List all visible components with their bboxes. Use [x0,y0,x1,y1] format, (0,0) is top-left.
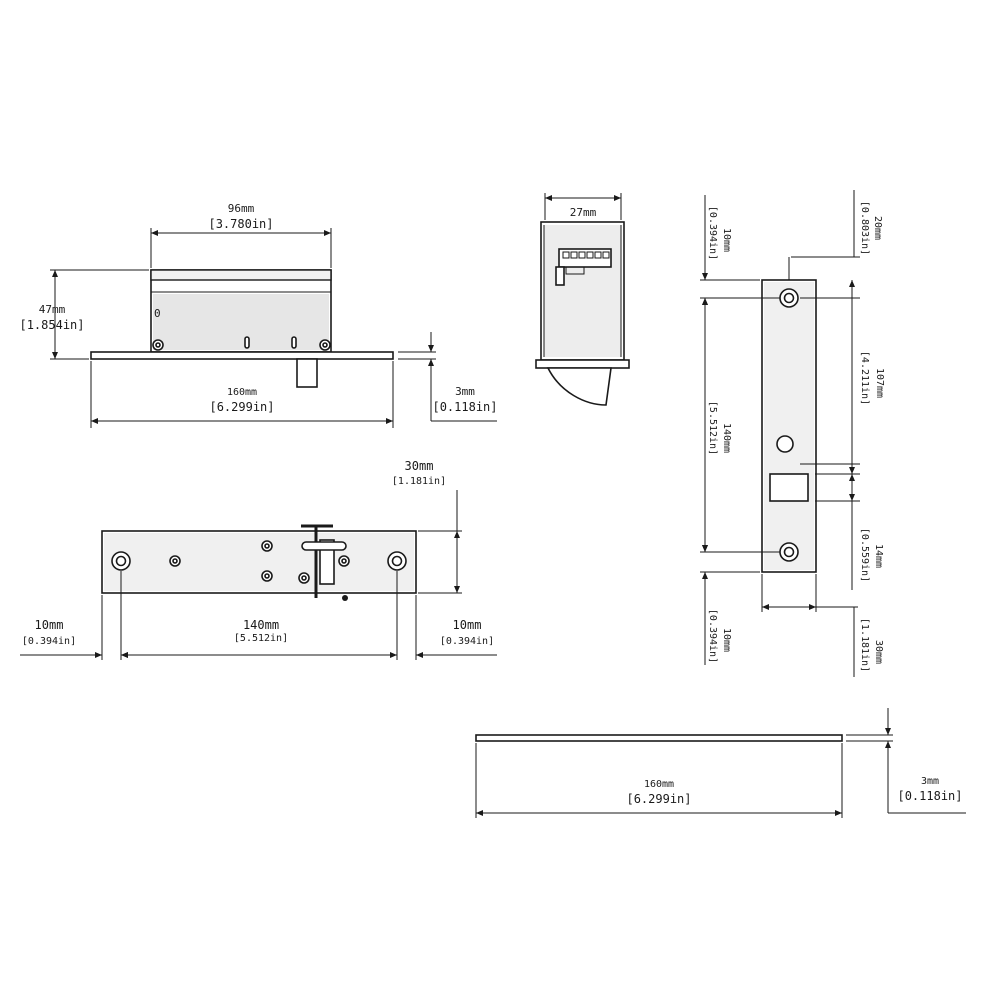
dim-140-top-mm: 140mm [243,618,279,632]
dim-20-fp-mm: 20mm [872,216,883,240]
dim-20-fp-in: [0.803in] [859,201,870,255]
dim-10-top-fp-mm: 10mm [721,228,732,252]
dim-10-right-in: [0.394in] [440,636,494,647]
side-view: 160mm [6.299in] 3mm [0.118in] [475,708,966,818]
dim-30-top-in: [1.181in] [392,476,446,487]
latch-bolt [319,539,335,585]
end-view: 27mm [535,193,630,406]
lock-body-top-edge [150,269,332,281]
dim-96-mm: 96mm [228,202,255,215]
cable-hole-icon [776,435,794,453]
dim-10-left-in: [0.394in] [22,636,76,647]
dim-14-fp-in: [0.559in] [859,528,870,582]
dim-10-right-mm: 10mm [453,618,482,632]
dim-160-side-in: [6.299in] [626,792,691,806]
dim-10-left-mm: 10mm [35,618,64,632]
plate-side [475,734,843,742]
bolt-slot [769,473,809,502]
dim-10-top-fp-in: [0.394in] [707,206,718,260]
dim-140-top-in: [5.512in] [234,633,288,644]
slot-icon [244,336,250,349]
dim-3-side-mm: 3mm [921,776,939,787]
top-view: 30mm [1.181in] 10mm [0.394in] 140mm [5.5… [20,459,497,660]
lock-bolt [296,358,318,388]
dim-3-side-in: [0.118in] [897,789,962,803]
faceplate-view: 10mm [0.394in] 20mm [0.803in] 107mm [4.2… [700,190,885,677]
dim-27-mm: 27mm [570,206,597,219]
dim-140-fp-in: [5.512in] [707,401,718,455]
lock-body-face [153,294,329,350]
slot-icon [291,336,297,349]
dim-160-front-mm: 160mm [227,387,257,398]
dim-140-fp-mm: 140mm [721,423,732,453]
dim-96-in: [3.780in] [208,217,273,231]
base-plate [90,351,394,360]
connector [555,266,565,286]
dim-3-front-in: [0.118in] [432,400,497,414]
dim-10-bottom-fp-in: [0.394in] [707,609,718,663]
dim-107-fp-in: [4.211in] [859,351,870,405]
front-view: 0 96mm [3.780in] 47mm [1.854in] 160mm [6… [19,202,498,428]
dim-47-in: [1.854in] [19,318,84,332]
dim-47-mm: 47mm [39,303,66,316]
dim-3-front-mm: 3mm [455,385,475,398]
dim-14-fp-mm: 14mm [873,544,884,568]
end-plate [535,359,630,369]
dim-160-side-mm: 160mm [644,779,674,790]
dim-30-top-mm: 30mm [405,459,434,473]
dim-160-front-in: [6.299in] [209,400,274,414]
indicator-dot [342,595,348,601]
dim-10-bottom-fp-mm: 10mm [721,628,732,652]
part-mark: 0 [154,307,161,320]
latch-bolt [546,367,612,406]
dim-107-fp-mm: 107mm [874,368,885,398]
dim-30-fp-mm: 30mm [873,640,884,664]
dim-30-fp-in: [1.181in] [859,618,870,672]
